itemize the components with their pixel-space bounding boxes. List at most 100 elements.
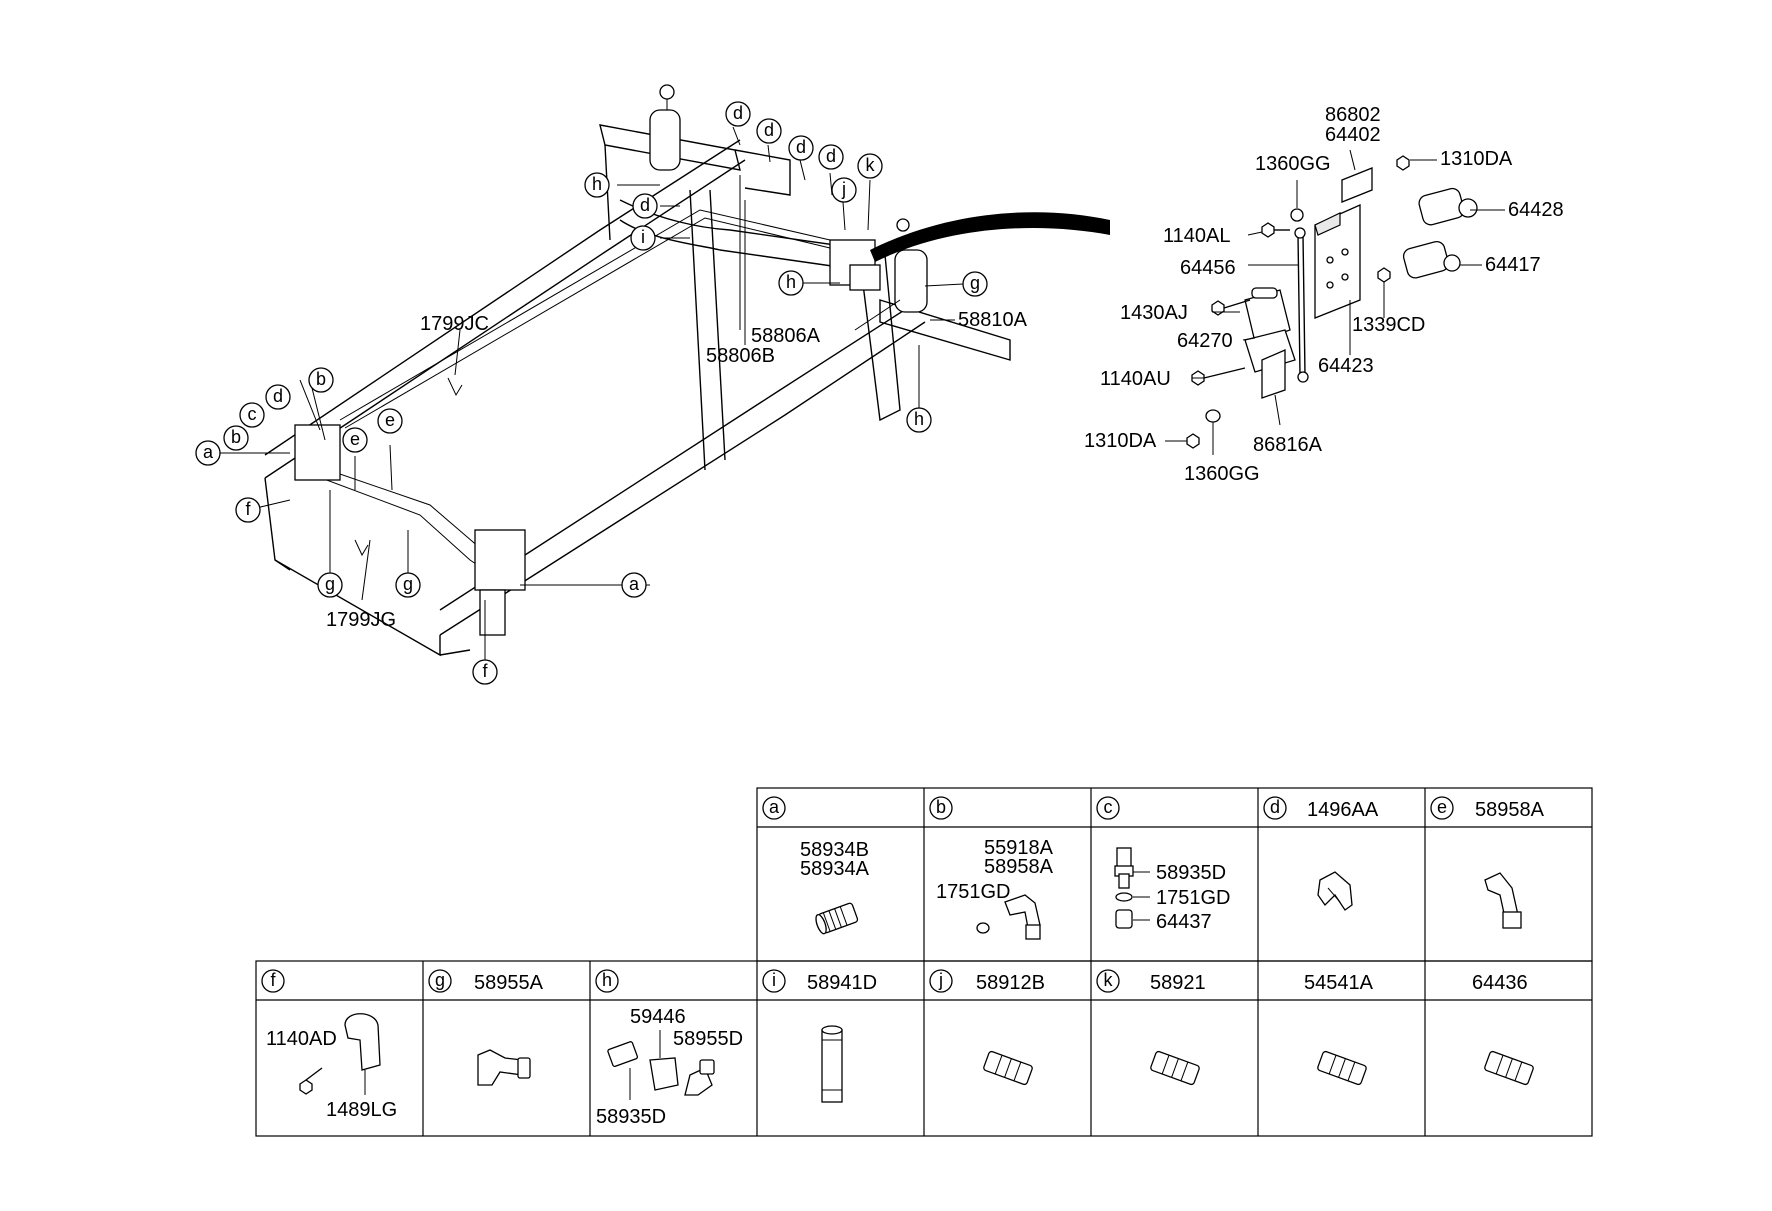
table-header-part: 58912B: [976, 972, 1045, 994]
svg-text:e: e: [1437, 797, 1447, 817]
svg-text:a: a: [203, 442, 214, 462]
cell-label: 58958A: [984, 856, 1054, 878]
svg-text:f: f: [270, 970, 276, 990]
table-header-e: e 58958A: [1430, 796, 1545, 821]
cell-label: 1489LG: [326, 1099, 397, 1121]
callout-circle-h: h: [584, 172, 610, 198]
cell-label: 55918A: [984, 837, 1054, 859]
label-1799JC: 1799JC: [420, 313, 489, 335]
callout-circle-e: e: [377, 408, 403, 434]
table-header-f: f: [261, 969, 285, 993]
svg-text:d: d: [640, 195, 650, 215]
table-cell-g-elbow: [477, 1049, 531, 1086]
table-header-part: 64436: [1472, 972, 1528, 994]
table-cell-c: 58935D 1751GD 64437: [1114, 847, 1231, 933]
cell-label: 58935D: [596, 1106, 666, 1128]
callout-circle-b: b: [223, 425, 249, 451]
svg-text:i: i: [772, 970, 776, 990]
svg-text:f: f: [245, 499, 251, 519]
callout-circle-f: f: [472, 659, 498, 685]
callout-circle-d: d: [788, 135, 814, 161]
label-86802: 86802: [1325, 104, 1381, 126]
label-64456: 64456: [1180, 257, 1236, 279]
svg-text:k: k: [866, 155, 876, 175]
svg-text:d: d: [796, 137, 806, 157]
label-1140AU: 1140AU: [1100, 368, 1171, 390]
callout-circle-c: c: [239, 402, 265, 428]
table-header-k: k 58921: [1096, 969, 1206, 994]
svg-text:g: g: [325, 574, 335, 594]
callout-circle-d: d: [632, 193, 658, 219]
cell-label: 58955D: [673, 1028, 743, 1050]
table-cell-d-clip: [1317, 871, 1353, 911]
callout-circle-d: d: [265, 384, 291, 410]
table-header-part: 58955A: [474, 972, 544, 994]
table-header-a: a: [762, 796, 786, 820]
callout-circle-a: a: [195, 440, 221, 466]
svg-text:d: d: [764, 120, 774, 140]
leveling-valve-drawing: [1186, 155, 1478, 449]
svg-text:h: h: [786, 272, 796, 292]
label-64402: 64402: [1325, 124, 1381, 146]
label-58806B: 58806B: [706, 345, 775, 367]
cell-label: 1140AD: [266, 1028, 337, 1050]
svg-text:c: c: [1104, 797, 1113, 817]
svg-text:b: b: [316, 369, 326, 389]
svg-text:j: j: [841, 179, 846, 199]
table-cell-f: 1140AD 1489LG: [266, 1013, 397, 1121]
svg-text:a: a: [769, 797, 780, 817]
label-1360GG: 1360GG: [1255, 153, 1331, 175]
cell-label: 1751GD: [1156, 887, 1231, 909]
svg-text:e: e: [350, 429, 360, 449]
label-64423: 64423: [1318, 355, 1374, 377]
label-1430AJ: 1430AJ: [1120, 302, 1188, 324]
label-1310DA: 1310DA: [1084, 430, 1157, 452]
svg-text:b: b: [936, 797, 946, 817]
table-header-d: d 1496AA: [1263, 796, 1379, 821]
table-cell-b: 55918A 58958A 1751GD: [936, 837, 1054, 940]
table-header-i: i 58941D: [762, 969, 877, 994]
svg-text:j: j: [938, 970, 943, 990]
table-header-part: 58958A: [1475, 799, 1545, 821]
callout-circle-h: h: [778, 270, 804, 296]
callout-circle-b: b: [308, 367, 334, 393]
table-cell-h: 59446 58955D 58935D: [596, 1006, 743, 1128]
callout-circle-j: j: [831, 177, 857, 203]
label-86816A: 86816A: [1253, 434, 1323, 456]
table-header-part: 58941D: [807, 972, 877, 994]
label-64270: 64270: [1177, 330, 1233, 352]
label-1310DA: 1310DA: [1440, 148, 1513, 170]
svg-text:e: e: [385, 410, 395, 430]
svg-text:h: h: [592, 174, 602, 194]
svg-text:i: i: [641, 227, 645, 247]
table-header-part: 54541A: [1304, 972, 1374, 994]
cell-label: 64437: [1156, 911, 1212, 933]
cell-label: 58935D: [1156, 862, 1226, 884]
svg-text:d: d: [733, 103, 743, 123]
callout-circle-e: e: [342, 427, 368, 453]
svg-text:g: g: [403, 574, 413, 594]
cell-label: 59446: [630, 1006, 686, 1028]
label-1339CD: 1339CD: [1352, 314, 1425, 336]
cell-label: 58934A: [800, 858, 870, 880]
callout-circle-g: g: [962, 271, 988, 297]
callout-circle-d: d: [756, 118, 782, 144]
svg-text:c: c: [248, 404, 257, 424]
svg-text:h: h: [914, 409, 924, 429]
svg-text:b: b: [231, 427, 241, 447]
svg-text:h: h: [602, 970, 612, 990]
table-header-j: j 58912B: [929, 969, 1045, 994]
cell-label: 58934B: [800, 839, 869, 861]
svg-text:d: d: [1270, 797, 1280, 817]
table-cell-e-elbow: [1484, 872, 1522, 929]
callout-circle-g: g: [317, 572, 343, 598]
label-58810A: 58810A: [958, 309, 1028, 331]
label-1140AL: 1140AL: [1163, 225, 1230, 247]
svg-text:g: g: [435, 970, 445, 990]
table-header-h: h: [595, 969, 619, 993]
svg-text:k: k: [1104, 970, 1114, 990]
table-cell-j-connector: [983, 1050, 1033, 1086]
svg-text:d: d: [273, 386, 283, 406]
svg-text:d: d: [826, 146, 836, 166]
table-header-part: 1496AA: [1307, 799, 1379, 821]
